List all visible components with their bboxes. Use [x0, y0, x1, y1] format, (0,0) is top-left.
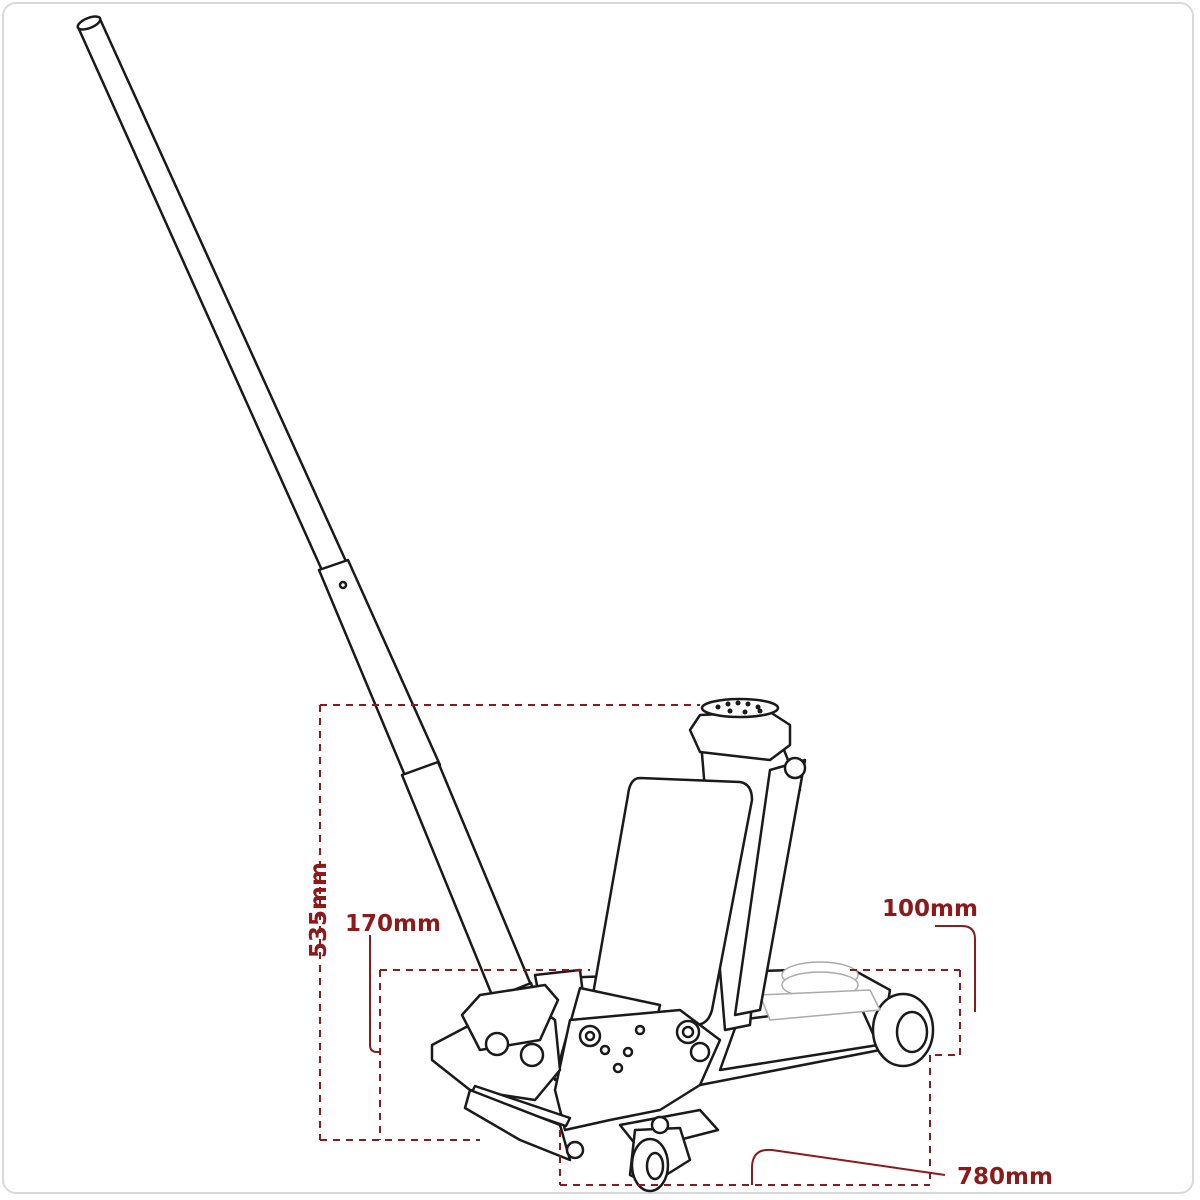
jack-handle: [76, 15, 542, 1026]
dimension-label-100mm: 100mm: [882, 896, 978, 922]
dimension-label-535mm: 535mm: [306, 862, 332, 958]
dimension-label-780mm: 780mm: [957, 1164, 1053, 1190]
dimension-lines: [319, 704, 961, 1186]
dimension-leaders: [369, 925, 976, 1185]
jack-body: [430, 697, 935, 1193]
dimension-label-170mm: 170mm: [345, 911, 441, 937]
